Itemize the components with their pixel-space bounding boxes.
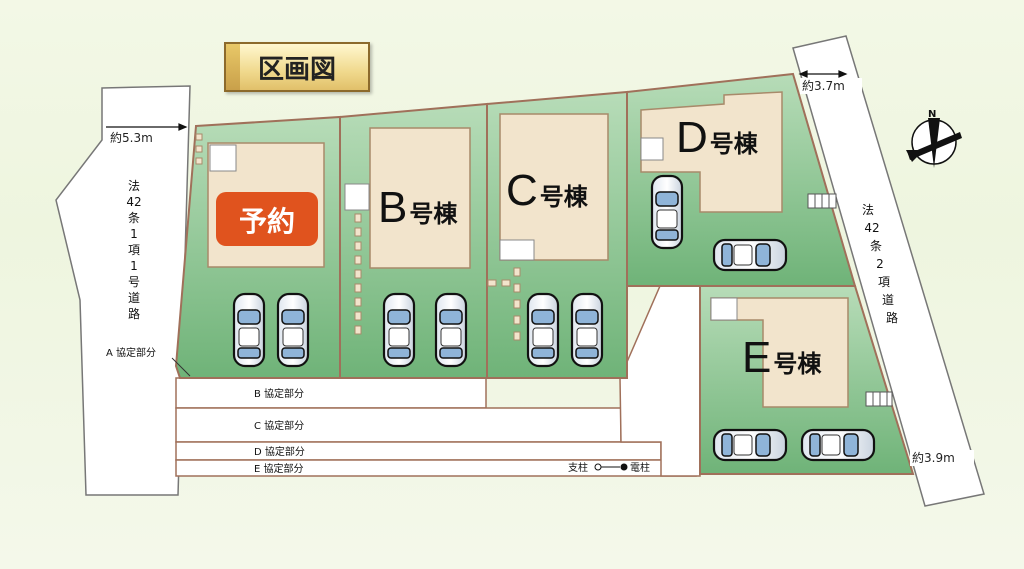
zone-d-label: D 協定部分 [254, 445, 305, 458]
building-e-label: E号棟 [742, 333, 822, 382]
svg-text:項: 項 [128, 243, 140, 257]
svg-text:42: 42 [126, 195, 141, 209]
svg-text:法: 法 [128, 179, 140, 193]
support-post-icon [594, 463, 602, 471]
zone-b-label: B 協定部分 [254, 387, 304, 400]
svg-text:道: 道 [128, 291, 140, 305]
svg-text:路: 路 [886, 310, 898, 325]
utility-pole-label: 電柱 [630, 461, 650, 474]
entry-d [640, 137, 664, 161]
svg-text:1: 1 [130, 227, 138, 241]
reserved-badge-bg [216, 192, 318, 246]
building-c-label: C号棟 [506, 166, 589, 215]
north-compass-icon: N [906, 109, 962, 168]
reserved-badge: 予約 [239, 205, 295, 238]
svg-text:2: 2 [876, 257, 884, 271]
building-c [499, 113, 609, 261]
page-title: 区画図 [224, 42, 370, 92]
building-b-label: B号棟 [378, 183, 458, 232]
entry-c [499, 239, 535, 261]
agreement-zones [175, 285, 701, 477]
svg-text:法: 法 [862, 203, 874, 217]
building-d-label: D号棟 [676, 113, 759, 162]
entry-b [344, 183, 370, 211]
right-road-label: 法 42 条 2 項 道 路 [862, 203, 898, 325]
svg-text:条: 条 [870, 239, 882, 253]
entry-a [209, 144, 237, 172]
svg-text:42: 42 [864, 221, 879, 235]
building-b [369, 127, 471, 269]
zone-c-label: C 協定部分 [254, 419, 304, 432]
svg-text:項: 項 [878, 275, 890, 289]
svg-text:N: N [928, 109, 936, 120]
svg-text:条: 条 [128, 211, 140, 225]
right-road [792, 35, 985, 507]
left-road-label: 法 42 条 1 項 1 号 道 路 [126, 179, 141, 321]
zone-e-label: E 協定部分 [254, 462, 304, 475]
svg-text:号: 号 [128, 275, 140, 289]
entry-e [710, 297, 738, 321]
left-road [55, 85, 191, 496]
left-road-width: 約5.3m [110, 130, 153, 145]
svg-text:1: 1 [130, 259, 138, 273]
top-right-road-width: 約3.7m [802, 78, 845, 93]
utility-pole-icon [620, 463, 628, 471]
support-post-label: 支柱 [568, 461, 588, 474]
bottom-right-road-width: 約3.9m [912, 450, 955, 465]
zone-a-label: A 協定部分 [106, 346, 156, 359]
building-d [640, 91, 783, 213]
svg-text:道: 道 [882, 293, 894, 307]
svg-text:路: 路 [128, 306, 140, 321]
